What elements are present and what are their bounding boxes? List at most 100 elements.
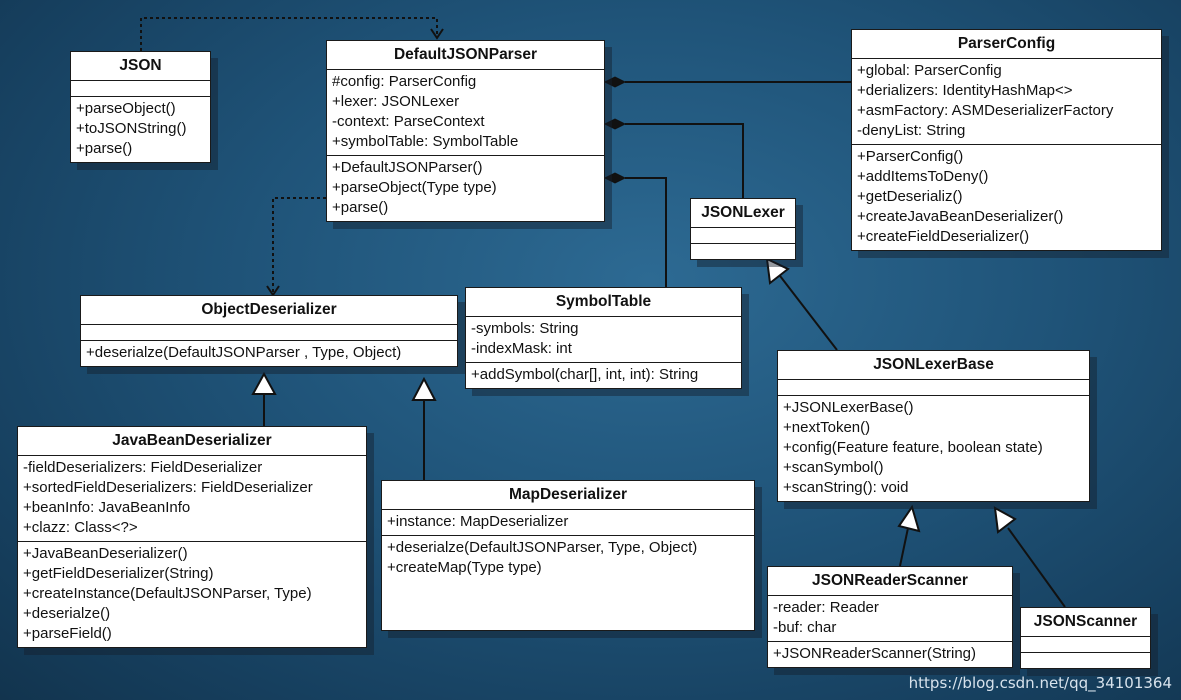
class-name: MapDeserializer — [382, 481, 754, 510]
dependency-arrowhead-parser — [430, 28, 444, 40]
method: +getDeserializ() — [857, 188, 963, 205]
method: +addSymbol(char[], int, int): String — [471, 366, 699, 383]
field: +global: ParserConfig — [857, 62, 1002, 79]
field: +asmFactory: ASMDeserializerFactory — [857, 102, 1114, 119]
inheritance-triangle-jsonlexerbase-scanner — [993, 506, 1017, 534]
class-java-bean-deserializer: JavaBeanDeserializer -fieldDeserializers… — [17, 426, 367, 648]
dependency-json-to-parser — [140, 17, 438, 51]
composition-diamond-parserconfig — [603, 76, 627, 88]
class-symbol-table: SymbolTable -symbols: String -indexMask:… — [465, 287, 742, 389]
fields-compartment: +instance: MapDeserializer — [382, 510, 754, 536]
fields-compartment — [71, 81, 210, 97]
methods-compartment: +DefaultJSONParser() +parseObject(Type t… — [327, 156, 604, 221]
fields-compartment: -symbols: String -indexMask: int — [466, 317, 741, 363]
class-json-reader-scanner: JSONReaderScanner -reader: Reader -buf: … — [767, 566, 1013, 668]
field: +instance: MapDeserializer — [387, 513, 569, 530]
inheritance-line-jsonscanner — [1007, 527, 1066, 608]
class-name: DefaultJSONParser — [327, 41, 604, 70]
field: -reader: Reader — [773, 599, 879, 616]
field: +clazz: Class<?> — [23, 519, 138, 536]
field: -denyList: String — [857, 122, 966, 139]
methods-compartment: +addSymbol(char[], int, int): String — [466, 363, 741, 388]
field: -buf: char — [773, 619, 837, 636]
field: -symbols: String — [471, 320, 579, 337]
methods-compartment: +JSONReaderScanner(String) — [768, 642, 1012, 667]
inheritance-line-jsonreaderscanner — [899, 527, 909, 567]
method: +scanString(): void — [783, 479, 909, 496]
method: +parseObject(Type type) — [332, 179, 497, 196]
fields-compartment: #config: ParserConfig +lexer: JSONLexer … — [327, 70, 604, 156]
method: +parseField() — [23, 625, 112, 642]
method: +JavaBeanDeserializer() — [23, 545, 188, 562]
composition-line-symboltable — [625, 177, 667, 287]
class-parser-config: ParserConfig +global: ParserConfig +deri… — [851, 29, 1162, 251]
method: +createFieldDeserializer() — [857, 228, 1030, 245]
class-object-deserializer: ObjectDeserializer +deserialze(DefaultJS… — [80, 295, 458, 367]
methods-compartment: +ParserConfig() +addItemsToDeny() +getDe… — [852, 145, 1161, 250]
methods-compartment: +JSONLexerBase() +nextToken() +config(Fe… — [778, 396, 1089, 501]
methods-compartment: +deserialze(DefaultJSONParser, Type, Obj… — [382, 536, 754, 581]
method: +getFieldDeserializer(String) — [23, 565, 214, 582]
method: +DefaultJSONParser() — [332, 159, 483, 176]
method: +scanSymbol() — [783, 459, 884, 476]
fields-compartment — [778, 380, 1089, 396]
class-name: JavaBeanDeserializer — [18, 427, 366, 456]
methods-compartment — [1021, 653, 1150, 668]
fields-compartment: +global: ParserConfig +derializers: Iden… — [852, 59, 1161, 145]
watermark: https://blog.csdn.net/qq_34101364 — [908, 674, 1172, 692]
class-name: JSONLexerBase — [778, 351, 1089, 380]
class-name: JSONScanner — [1021, 608, 1150, 637]
inheritance-line-jsonlexerbase — [776, 271, 838, 351]
class-default-json-parser: DefaultJSONParser #config: ParserConfig … — [326, 40, 605, 222]
method: +deserialze(DefaultJSONParser, Type, Obj… — [387, 539, 698, 556]
class-json-lexer: JSONLexer — [690, 198, 796, 260]
field: #config: ParserConfig — [332, 73, 477, 90]
class-json: JSON +parseObject() +toJSONString() +par… — [70, 51, 211, 163]
method: +JSONReaderScanner(String) — [773, 645, 977, 662]
methods-compartment: +JavaBeanDeserializer() +getFieldDeseria… — [18, 542, 366, 647]
inheritance-triangle-jsonlexer — [765, 257, 790, 285]
field: -indexMask: int — [471, 340, 572, 357]
method: +parse() — [76, 140, 133, 157]
inheritance-triangle-jsonlexerbase-reader — [897, 504, 921, 533]
method: +parse() — [332, 199, 389, 216]
class-name: JSONReaderScanner — [768, 567, 1012, 596]
field: -fieldDeserializers: FieldDeserializer — [23, 459, 263, 476]
class-name: JSONLexer — [691, 199, 795, 228]
method: +createInstance(DefaultJSONParser, Type) — [23, 585, 312, 602]
inheritance-triangle-objectdeserializer-map — [411, 376, 437, 401]
method: +toJSONString() — [76, 120, 187, 137]
class-name: ObjectDeserializer — [81, 296, 457, 325]
composition-diamond-jsonlexer — [603, 118, 627, 130]
class-name: JSON — [71, 52, 210, 81]
composition-line-jsonlexer — [625, 123, 744, 198]
inheritance-triangle-objectdeserializer — [251, 371, 277, 395]
methods-compartment: +deserialze(DefaultJSONParser , Type, Ob… — [81, 341, 457, 366]
method: +deserialze(DefaultJSONParser , Type, Ob… — [86, 344, 402, 361]
class-name: SymbolTable — [466, 288, 741, 317]
class-name: ParserConfig — [852, 30, 1161, 59]
method: +ParserConfig() — [857, 148, 964, 165]
class-map-deserializer: MapDeserializer +instance: MapDeserializ… — [381, 480, 755, 631]
fields-compartment — [691, 228, 795, 244]
field: +sortedFieldDeserializers: FieldDeserial… — [23, 479, 313, 496]
fields-compartment: -fieldDeserializers: FieldDeserializer +… — [18, 456, 366, 542]
field: -context: ParseContext — [332, 113, 485, 130]
composition-diamond-symboltable — [603, 172, 627, 184]
fields-compartment — [1021, 637, 1150, 653]
field: +derializers: IdentityHashMap<> — [857, 82, 1073, 99]
fields-compartment: -reader: Reader -buf: char — [768, 596, 1012, 642]
methods-compartment — [691, 244, 795, 259]
class-json-lexer-base: JSONLexerBase +JSONLexerBase() +nextToke… — [777, 350, 1090, 502]
method: +addItemsToDeny() — [857, 168, 989, 185]
methods-compartment: +parseObject() +toJSONString() +parse() — [71, 97, 210, 162]
fields-compartment — [81, 325, 457, 341]
method: +parseObject() — [76, 100, 176, 117]
method: +deserialze() — [23, 605, 111, 622]
method: +nextToken() — [783, 419, 871, 436]
method: +createJavaBeanDeserializer() — [857, 208, 1064, 225]
method: +createMap(Type type) — [387, 559, 542, 576]
method: +JSONLexerBase() — [783, 399, 914, 416]
